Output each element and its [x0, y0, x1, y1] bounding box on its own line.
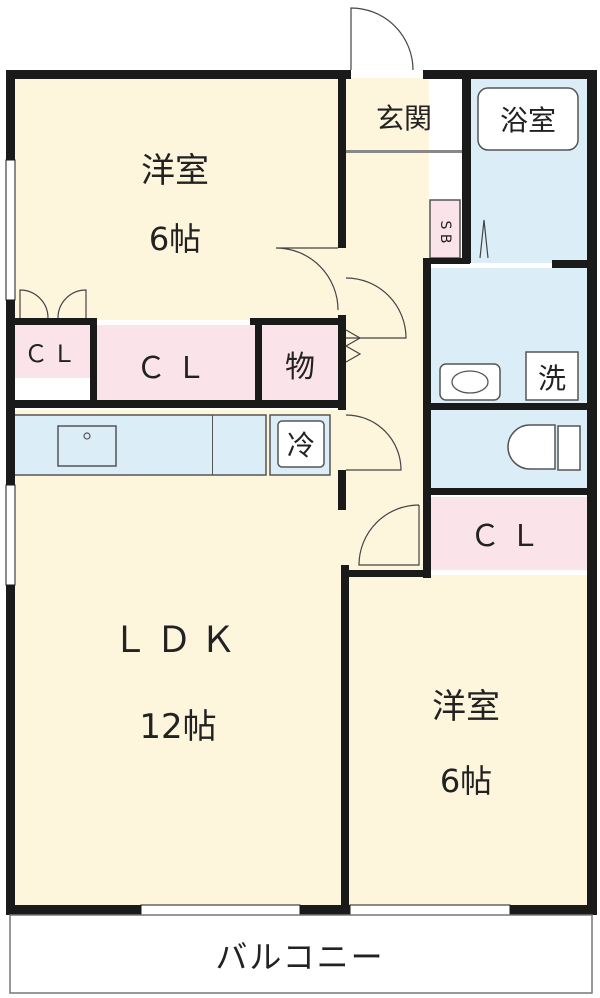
- balcony-outline: [9, 914, 593, 994]
- balcony-window-right: [349, 904, 511, 916]
- balcony-label: バルコニー: [215, 938, 384, 976]
- storage-floor: [262, 325, 338, 403]
- storage-label: 物: [285, 350, 315, 385]
- closet-south-floor: [430, 497, 588, 570]
- toilet-tank: [557, 425, 581, 471]
- western-room-south-size: 6帖: [440, 762, 492, 800]
- toilet-bowl: [507, 424, 556, 470]
- kitchen-counter-divider: [212, 415, 213, 475]
- shoe-box-label: S B: [437, 221, 453, 244]
- closet-north-label: ＣＬ: [136, 351, 216, 386]
- washer-label: 洗: [538, 362, 566, 395]
- ldk-size: 12帖: [139, 707, 216, 747]
- western-room-north-floor: [14, 78, 341, 320]
- window-frame-west-lower: [5, 484, 16, 586]
- sink-basin: [57, 425, 117, 467]
- closet-south-label: ＣＬ: [470, 519, 550, 554]
- hallway-floor: [341, 78, 429, 575]
- entrance-label: 玄関: [376, 102, 432, 135]
- ldk-floor: [14, 410, 341, 910]
- western-room-north-name: 洋室: [141, 151, 209, 191]
- kitchen-counter: [13, 414, 267, 476]
- shoe-box-floor: [429, 199, 461, 259]
- washer-box: [525, 351, 579, 401]
- sink-drain: [83, 432, 91, 440]
- bathroom-label-box: [477, 87, 579, 151]
- fridge-label-box: [277, 420, 325, 468]
- closet-small-floor: [14, 325, 90, 378]
- fridge-label: 冷: [287, 429, 315, 462]
- ldk-name: ＬＤＫ: [112, 620, 244, 661]
- western-room-north-size: 6帖: [149, 220, 201, 258]
- balcony-window-left: [140, 904, 301, 916]
- western-room-south-name: 洋室: [432, 687, 500, 727]
- window-frame-west-upper: [5, 159, 16, 301]
- wash-basin-bowl: [451, 370, 489, 394]
- closet-north-floor: [96, 325, 256, 403]
- closet-small-label: ＣＬ: [24, 340, 80, 368]
- bathroom-label: 浴室: [500, 104, 556, 137]
- western-room-south-floor: [348, 575, 588, 910]
- doors: [19, 7, 489, 566]
- wash-basin: [439, 363, 501, 401]
- entrance-step: [346, 150, 462, 153]
